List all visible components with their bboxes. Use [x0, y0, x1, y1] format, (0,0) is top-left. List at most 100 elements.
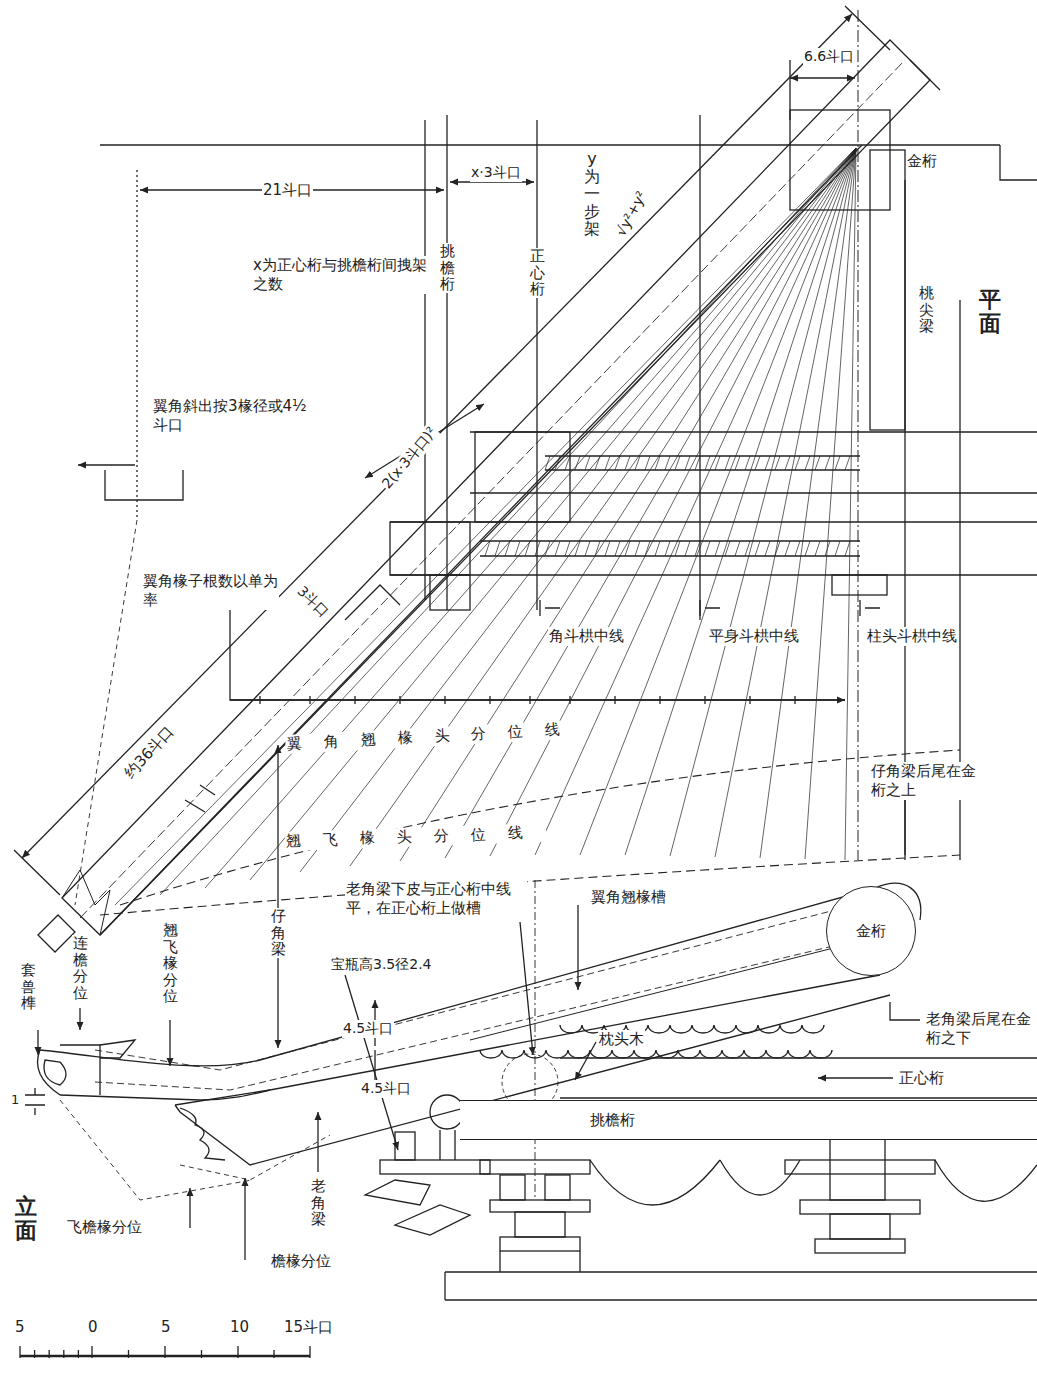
drawing-stroke: [395, 1132, 415, 1160]
annotation-label: 飞檐椽分位: [66, 1218, 143, 1237]
annotation-label: 翘飞椽头分位线: [285, 823, 546, 851]
drawing-stroke: [20, 1346, 310, 1358]
annotation-label: 套兽榫: [20, 962, 37, 1012]
drawing-stroke: [115, 148, 856, 905]
drawing-stroke: [100, 144, 1000, 145]
drawing-stroke: [577, 905, 578, 990]
drawing-stroke: [699, 115, 700, 620]
drawing-stroke: [62, 870, 110, 935]
purlin-circle: 金桁: [826, 886, 916, 976]
drawing-stroke: [904, 796, 905, 855]
annotation-label: 老角梁: [310, 1178, 327, 1228]
annotation-label: 平面: [978, 288, 1002, 336]
plan-grid: [75, 10, 1037, 905]
node-text: 金桁: [856, 922, 886, 941]
drawing-stroke: [440, 1130, 455, 1160]
annotation-label: 仔角梁后尾在金桁之上: [870, 762, 982, 800]
drawing-stroke: [515, 1212, 565, 1237]
drawing-stroke: [536, 120, 537, 610]
annotation-label: 2(x·3斗口)²: [378, 423, 441, 493]
elevation-leaders: [25, 796, 920, 1260]
drawing-stroke: [545, 1175, 570, 1200]
annotation-label: 宝瓶高3.5径2.4: [330, 956, 433, 974]
annotation-label: 3斗口: [293, 582, 333, 622]
drawing-stroke: [345, 585, 400, 620]
drawing-stroke: [890, 1002, 920, 1020]
drawing-stroke: [395, 1205, 470, 1235]
drawing-stroke: [500, 1175, 525, 1200]
annotation-label: 15斗口: [283, 1318, 334, 1337]
drawing-stroke: [105, 470, 183, 500]
drawing-stroke: [470, 935, 885, 1040]
drawing-stroke: [830, 1214, 890, 1239]
annotation-label: 立面: [14, 1195, 38, 1243]
drawing-stroke: [590, 1160, 800, 1205]
drawing-stroke: [790, 60, 940, 120]
node-text: 挑檐桁: [590, 1111, 635, 1130]
drawing-stroke: [500, 1251, 580, 1272]
drawing-stroke: [317, 1112, 318, 1172]
annotation-label: 1: [10, 1092, 20, 1108]
annotation-label: 翼角椽子根数以单为率: [142, 572, 279, 610]
drawing-stroke: [935, 1160, 1037, 1201]
purlin-band: 挑檐桁: [460, 1100, 1037, 1140]
annotation-label: 枕头木: [598, 1030, 645, 1049]
drawing-stroke: [185, 785, 215, 812]
annotation-label: 老角梁下皮与正心桁中线平，在正心桁上做槽: [345, 880, 527, 918]
annotation-label: 挑檐桁: [439, 243, 456, 293]
elevation-beams: [38, 880, 1037, 1200]
drawing-stroke: [277, 745, 278, 1048]
annotation-label: 正心桁: [529, 248, 546, 298]
drawing-stroke: [169, 1020, 170, 1066]
drawing-stroke: [62, 40, 930, 935]
annotation-label: 翼角斜出按3椽径或4½斗口: [152, 397, 314, 435]
drawing-stroke: [540, 600, 880, 616]
drawing-stroke: [490, 1200, 590, 1212]
annotation-label: x·3斗口: [470, 164, 522, 182]
drawing-stroke: [500, 1237, 580, 1251]
drawing-stroke: [44, 1060, 66, 1085]
annotation-label: 檐椽分位: [270, 1252, 332, 1271]
drawing-stroke: [485, 541, 850, 556]
drawing-stroke: [14, 6, 890, 895]
drawing-stroke: [535, 880, 536, 1200]
drawing-stroke: [858, 10, 859, 860]
drawing-stroke: [790, 77, 855, 78]
drawing-stroke: [38, 915, 75, 952]
drawing-stroke: [1000, 145, 1037, 180]
annotation-label: 21斗口: [262, 181, 313, 200]
drawing-stroke: [120, 750, 960, 905]
drawing-stroke: [446, 115, 447, 610]
drawing-stroke: [365, 1180, 430, 1205]
drawing-stroke: [79, 1008, 80, 1030]
annotation-label: y为一步架: [583, 150, 601, 238]
drawing-stroke: [560, 1058, 1037, 1098]
drawing-stroke: [180, 1135, 330, 1180]
plan-corner-beam: [38, 40, 930, 952]
drawing-stroke: [818, 1077, 893, 1078]
annotation-label: 5: [14, 1318, 26, 1337]
drawing-stroke: [230, 699, 845, 700]
drawing-stroke: [424, 120, 425, 600]
drawing-stroke: [445, 1272, 1037, 1300]
drawing-stroke: [189, 1188, 190, 1228]
annotation-label: x为正心桁与挑檐桁间拽架之数: [252, 256, 439, 294]
drawing-stroke: [832, 575, 887, 595]
drawing-stroke: [800, 1200, 920, 1214]
drawing-stroke: [870, 150, 905, 430]
drawing-stroke: [790, 110, 890, 210]
drawing-stroke: [100, 855, 960, 915]
annotation-label: 4.5斗口: [360, 1080, 412, 1098]
drawing-stroke: [78, 464, 135, 465]
drawing-stroke: [475, 432, 570, 522]
drawing-stroke: [260, 696, 795, 704]
drawing-stroke: [815, 1239, 905, 1253]
annotation-label: 平身斗栱中线: [708, 627, 800, 646]
drawing-stroke: [575, 1042, 596, 1080]
drawing-stroke: [60, 1100, 252, 1200]
drawing-stroke: [100, 145, 862, 935]
drawing-stroke: [430, 575, 470, 610]
annotation-label: 老角梁后尾在金桁之下: [925, 1010, 1032, 1048]
drawing-stroke: [345, 975, 398, 1150]
